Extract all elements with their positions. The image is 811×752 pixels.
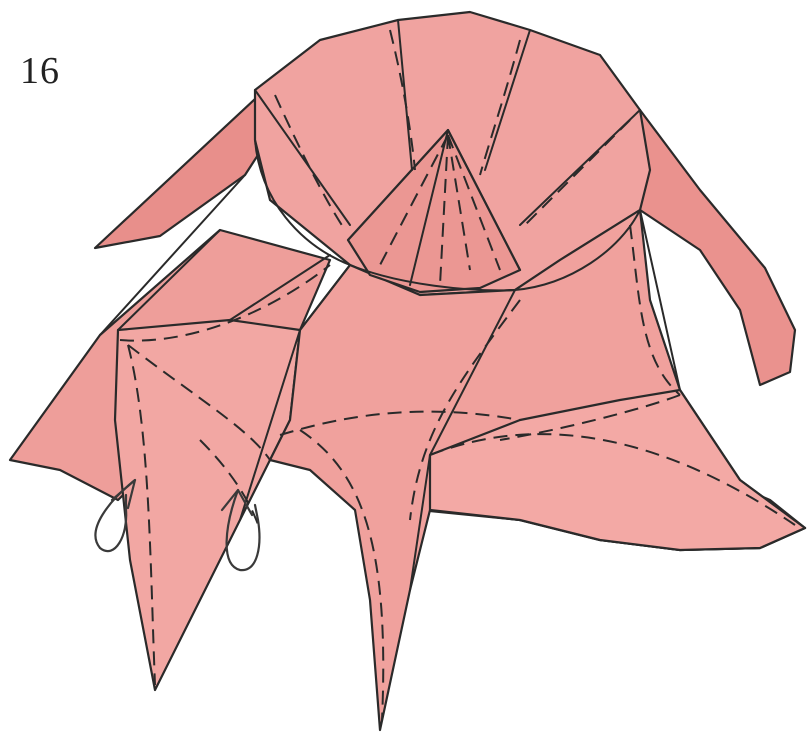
- step-number: 16: [20, 52, 60, 90]
- left-lower-flap: [115, 320, 300, 690]
